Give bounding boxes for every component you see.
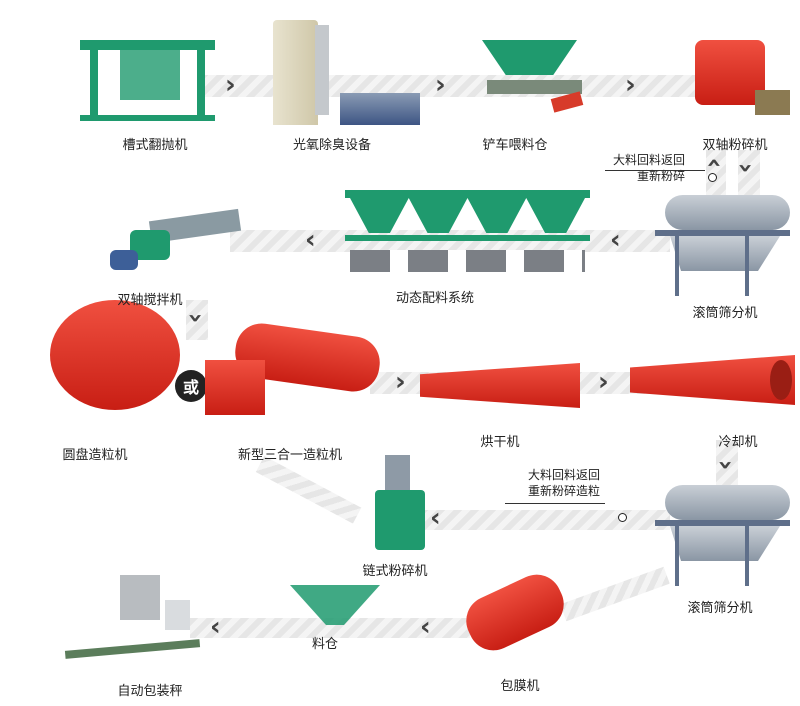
arrow-right-icon: › bbox=[598, 367, 609, 397]
step-label: 烘干机 bbox=[480, 435, 520, 450]
disc-granulator bbox=[50, 300, 180, 410]
note-leader-line bbox=[505, 503, 605, 504]
arrow-right-icon: › bbox=[435, 70, 446, 100]
arrow-left-icon: ‹ bbox=[420, 612, 431, 642]
trough-turner-machine bbox=[80, 30, 215, 121]
coating-machine bbox=[458, 566, 572, 665]
note-anchor-dot bbox=[708, 173, 717, 182]
return-note-2: 大料回料返回 重新粉碎造粒 bbox=[527, 468, 600, 498]
arrow-left-icon: ‹ bbox=[210, 612, 221, 642]
dryer bbox=[420, 355, 580, 420]
step-label: 链式粉碎机 bbox=[362, 564, 428, 579]
three-in-one-granulator bbox=[205, 320, 384, 420]
arrow-right-icon: › bbox=[625, 70, 636, 100]
step-label: 滚筒筛分机 bbox=[687, 601, 753, 616]
step-label: 自动包装秤 bbox=[117, 684, 183, 699]
double-shaft-mixer bbox=[110, 195, 242, 275]
note-leader-line bbox=[605, 170, 705, 171]
step-label: 槽式翻抛机 bbox=[122, 138, 188, 153]
note-anchor-dot bbox=[618, 513, 627, 522]
step-label: 滚筒筛分机 bbox=[692, 306, 758, 321]
arrow-right-icon: › bbox=[395, 367, 406, 397]
step-label: 铲车喂料仓 bbox=[482, 138, 548, 153]
step-label: 双轴搅拌机 bbox=[117, 293, 183, 308]
arrow-up-icon: › bbox=[698, 157, 729, 169]
flow-band-down2 bbox=[186, 300, 208, 340]
flow-band-down3 bbox=[716, 440, 738, 490]
arrow-left-icon: ‹ bbox=[430, 503, 441, 533]
step-label: 新型三合一造粒机 bbox=[237, 448, 343, 463]
drum-screener-2 bbox=[650, 480, 795, 590]
step-label: 动态配料系统 bbox=[395, 291, 475, 306]
step-label: 料仓 bbox=[311, 637, 339, 652]
arrow-down-icon: › bbox=[730, 162, 761, 174]
chain-crusher bbox=[370, 455, 430, 555]
step-label: 双轴粉碎机 bbox=[702, 138, 768, 153]
arrow-left-icon: ‹ bbox=[610, 225, 621, 255]
step-label: 冷却机 bbox=[718, 435, 758, 450]
dynamic-batching-system bbox=[345, 190, 590, 285]
material-bin bbox=[290, 585, 380, 635]
arrow-right-icon: › bbox=[225, 70, 236, 100]
or-badge: 或 bbox=[175, 370, 207, 402]
automatic-packing-scale bbox=[64, 575, 201, 670]
double-shaft-crusher bbox=[685, 30, 790, 120]
deodorizing-equipment bbox=[265, 5, 425, 125]
cooler bbox=[630, 345, 795, 420]
flow-band-row4 bbox=[420, 510, 670, 530]
arrow-left-icon: ‹ bbox=[305, 225, 316, 255]
drum-screener-1 bbox=[650, 190, 795, 300]
flow-band-row5 bbox=[190, 618, 470, 638]
flow-band-row1 bbox=[200, 75, 760, 97]
arrow-down-icon: › bbox=[710, 459, 741, 471]
flow-band-diag bbox=[255, 456, 362, 524]
loader-feed-hopper bbox=[472, 40, 587, 120]
step-label: 包膜机 bbox=[500, 679, 540, 694]
return-note-1: 大料回料返回 重新粉碎 bbox=[612, 153, 685, 183]
step-label: 圆盘造粒机 bbox=[62, 448, 128, 463]
step-label: 光氧除臭设备 bbox=[292, 138, 372, 153]
